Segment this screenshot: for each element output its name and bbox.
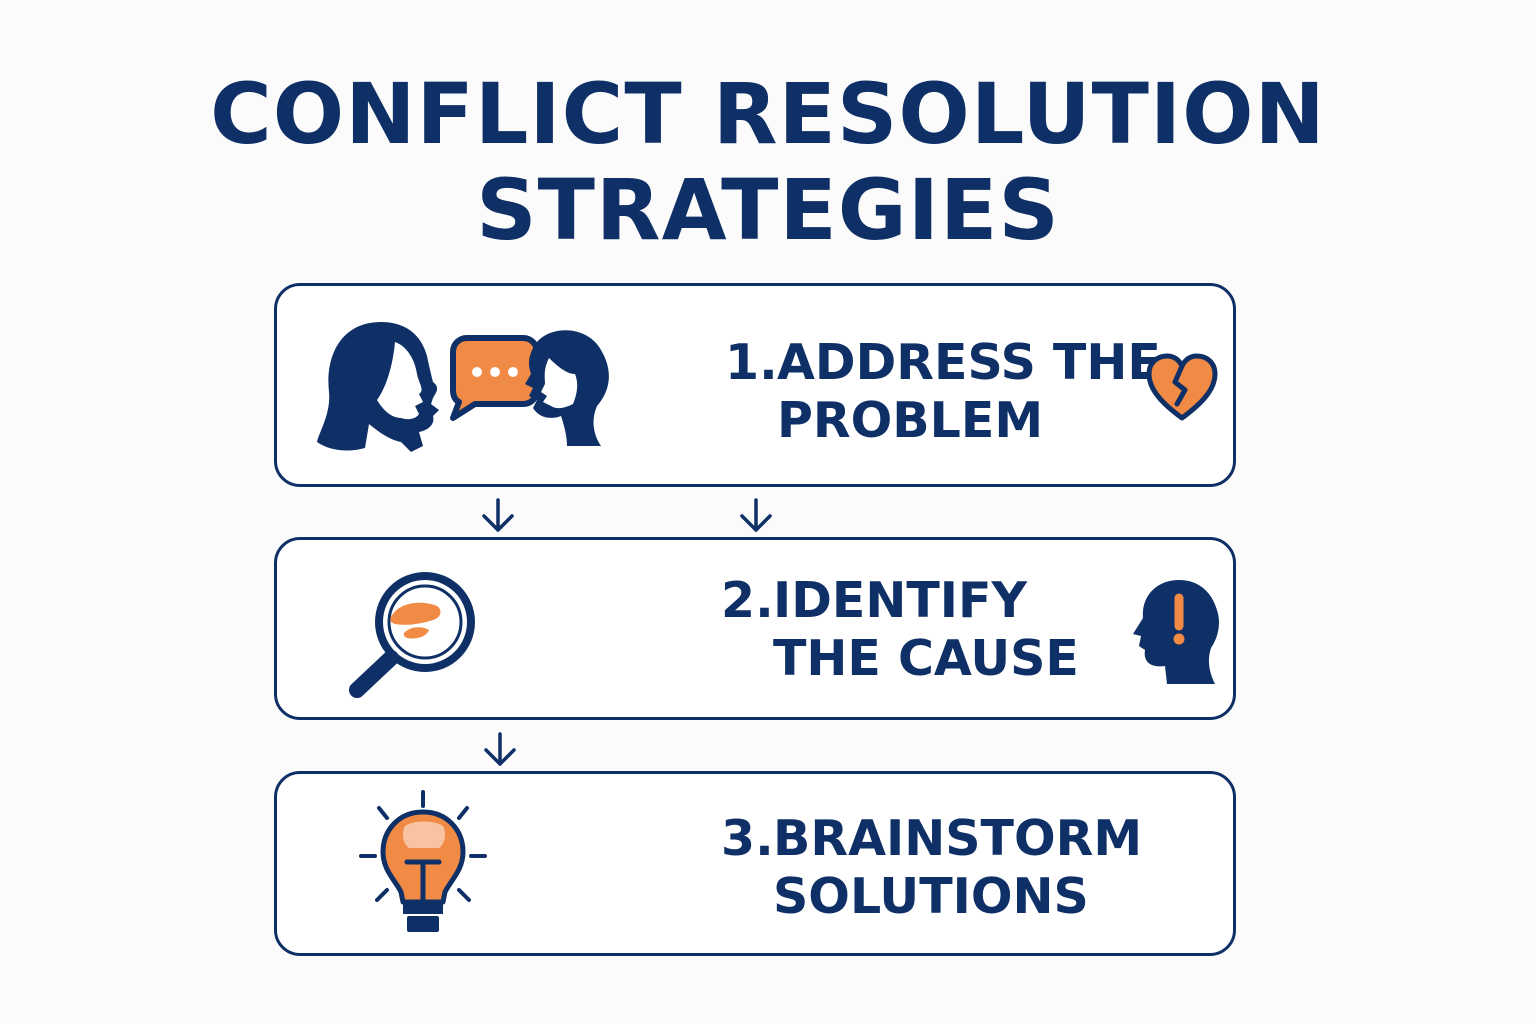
step-1-label: 1.ADDRESS THE PROBLEM [725,334,1161,450]
magnifying-glass-icon [349,572,475,698]
step-2-line-2: THE CAUSE [773,630,1079,687]
title-line-2: STRATEGIES [476,161,1060,259]
title-line-1: CONFLICT RESOLUTION [210,65,1326,163]
step-3-label: 3.BRAINSTORM SOLUTIONS [721,810,1142,926]
two-people-talking-icon [317,322,609,452]
step-card-brainstorm-solutions: 3.BRAINSTORM SOLUTIONS [274,771,1236,956]
down-arrow-icon [740,498,772,532]
step-card-identify-cause: 2.IDENTIFY THE CAUSE [274,537,1236,720]
step-1-number: 1. [725,334,778,391]
lightbulb-icon [359,790,487,932]
step-2-number: 2. [721,572,774,629]
step-3-line-2: SOLUTIONS [773,868,1089,925]
step-card-address-problem: 1.ADDRESS THE PROBLEM [274,283,1236,487]
step-1-line-1: ADDRESS THE [777,334,1161,391]
step-3-number: 3. [721,810,774,867]
step-2-label: 2.IDENTIFY THE CAUSE [721,572,1079,688]
step-1-line-2: PROBLEM [777,392,1044,449]
down-arrow-icon [484,732,516,766]
head-exclamation-icon [1133,580,1219,684]
down-arrow-icon [482,498,514,532]
step-2-line-1: IDENTIFY [773,572,1027,629]
broken-heart-icon [1146,353,1218,421]
step-3-line-1: BRAINSTORM [773,810,1143,867]
